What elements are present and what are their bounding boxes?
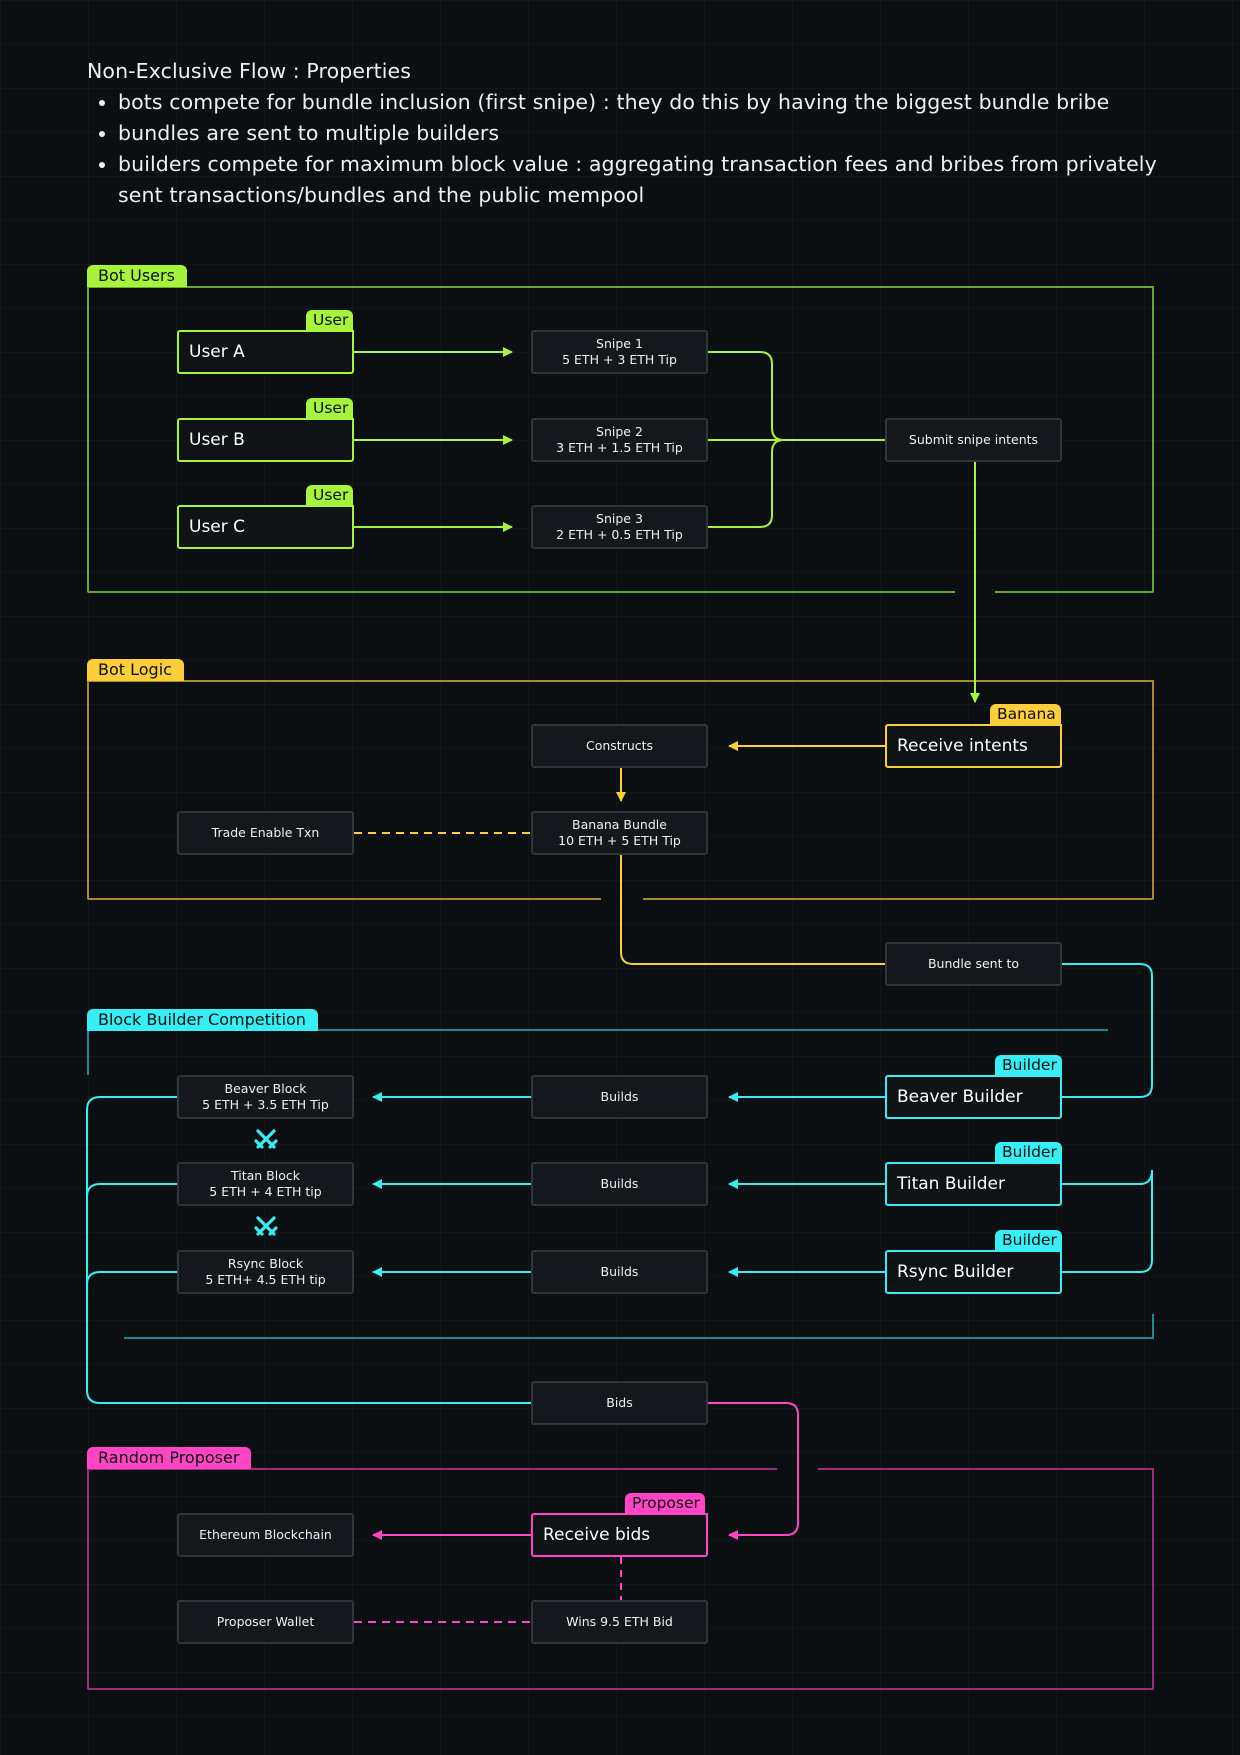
role-tag-user: User xyxy=(306,398,354,418)
section-label-random-proposer: Random Proposer xyxy=(87,1447,252,1469)
role-tag-proposer: Proposer xyxy=(625,1493,705,1513)
beaver-block-node[interactable]: Beaver Block 5 ETH + 3.5 ETH Tip xyxy=(177,1075,354,1119)
role-tag-builder: Builder xyxy=(995,1055,1062,1075)
section-bot-users xyxy=(87,286,1154,593)
snipe-3-node[interactable]: Snipe 3 2 ETH + 0.5 ETH Tip xyxy=(531,505,708,549)
banana-bundle-node[interactable]: Banana Bundle 10 ETH + 5 ETH Tip xyxy=(531,811,708,855)
bundle-value: 10 ETH + 5 ETH Tip xyxy=(558,833,681,848)
role-tag-user: User xyxy=(306,485,354,505)
intro-heading: Non-Exclusive Flow : Properties xyxy=(87,59,412,83)
block-value: 5 ETH + 4 ETH tip xyxy=(209,1184,322,1199)
section-random-proposer xyxy=(87,1468,1154,1690)
rsync-builder-node[interactable]: Rsync Builder xyxy=(885,1250,1062,1294)
builds-node[interactable]: Builds xyxy=(531,1250,708,1294)
intro-bullets: bots compete for bundle inclusion (first… xyxy=(87,87,1167,211)
builds-node[interactable]: Builds xyxy=(531,1075,708,1119)
intro-bullet: bundles are sent to multiple builders xyxy=(118,118,1167,149)
role-tag-builder: Builder xyxy=(995,1230,1062,1250)
constructs-node[interactable]: Constructs xyxy=(531,724,708,768)
snipe-title: Snipe 3 xyxy=(596,511,643,526)
proposer-wallet-node[interactable]: Proposer Wallet xyxy=(177,1600,354,1644)
block-value: 5 ETH+ 4.5 ETH tip xyxy=(205,1272,326,1287)
block-title: Beaver Block xyxy=(224,1081,307,1096)
titan-block-node[interactable]: Titan Block 5 ETH + 4 ETH tip xyxy=(177,1162,354,1206)
bundle-title: Banana Bundle xyxy=(572,817,667,832)
trade-enable-txn-node[interactable]: Trade Enable Txn xyxy=(177,811,354,855)
ethereum-blockchain-node[interactable]: Ethereum Blockchain xyxy=(177,1513,354,1557)
wins-bid-node[interactable]: Wins 9.5 ETH Bid xyxy=(531,1600,708,1644)
beaver-builder-node[interactable]: Beaver Builder xyxy=(885,1075,1062,1119)
snipe-value: 2 ETH + 0.5 ETH Tip xyxy=(556,527,683,542)
snipe-2-node[interactable]: Snipe 2 3 ETH + 1.5 ETH Tip xyxy=(531,418,708,462)
section-label-block-builder: Block Builder Competition xyxy=(87,1009,318,1031)
submit-snipe-intents-node[interactable]: Submit snipe intents xyxy=(885,418,1062,462)
intro-text: Non-Exclusive Flow : Properties bots com… xyxy=(87,56,1167,211)
snipe-value: 3 ETH + 1.5 ETH Tip xyxy=(556,440,683,455)
receive-intents-node[interactable]: Receive intents xyxy=(885,724,1062,768)
intro-bullet: builders compete for maximum block value… xyxy=(118,149,1167,211)
crossed-swords-icon xyxy=(254,1129,278,1149)
user-a-node[interactable]: User A xyxy=(177,330,354,374)
block-title: Titan Block xyxy=(231,1168,300,1183)
block-title: Rsync Block xyxy=(227,1256,304,1271)
bids-node[interactable]: Bids xyxy=(531,1381,708,1425)
block-value: 5 ETH + 3.5 ETH Tip xyxy=(202,1097,329,1112)
bundle-sent-to-node[interactable]: Bundle sent to xyxy=(885,942,1062,986)
intro-bullet: bots compete for bundle inclusion (first… xyxy=(118,87,1167,118)
role-tag-banana: Banana xyxy=(990,704,1061,724)
snipe-title: Snipe 2 xyxy=(596,424,643,439)
receive-bids-node[interactable]: Receive bids xyxy=(531,1513,708,1557)
snipe-value: 5 ETH + 3 ETH Tip xyxy=(562,352,677,367)
role-tag-builder: Builder xyxy=(995,1142,1062,1162)
section-label-bot-logic: Bot Logic xyxy=(87,659,184,681)
builds-node[interactable]: Builds xyxy=(531,1162,708,1206)
user-c-node[interactable]: User C xyxy=(177,505,354,549)
titan-builder-node[interactable]: Titan Builder xyxy=(885,1162,1062,1206)
rsync-block-node[interactable]: Rsync Block 5 ETH+ 4.5 ETH tip xyxy=(177,1250,354,1294)
role-tag-user: User xyxy=(306,310,354,330)
snipe-1-node[interactable]: Snipe 1 5 ETH + 3 ETH Tip xyxy=(531,330,708,374)
snipe-title: Snipe 1 xyxy=(596,336,643,351)
section-label-bot-users: Bot Users xyxy=(87,265,187,287)
user-b-node[interactable]: User B xyxy=(177,418,354,462)
crossed-swords-icon xyxy=(254,1216,278,1236)
